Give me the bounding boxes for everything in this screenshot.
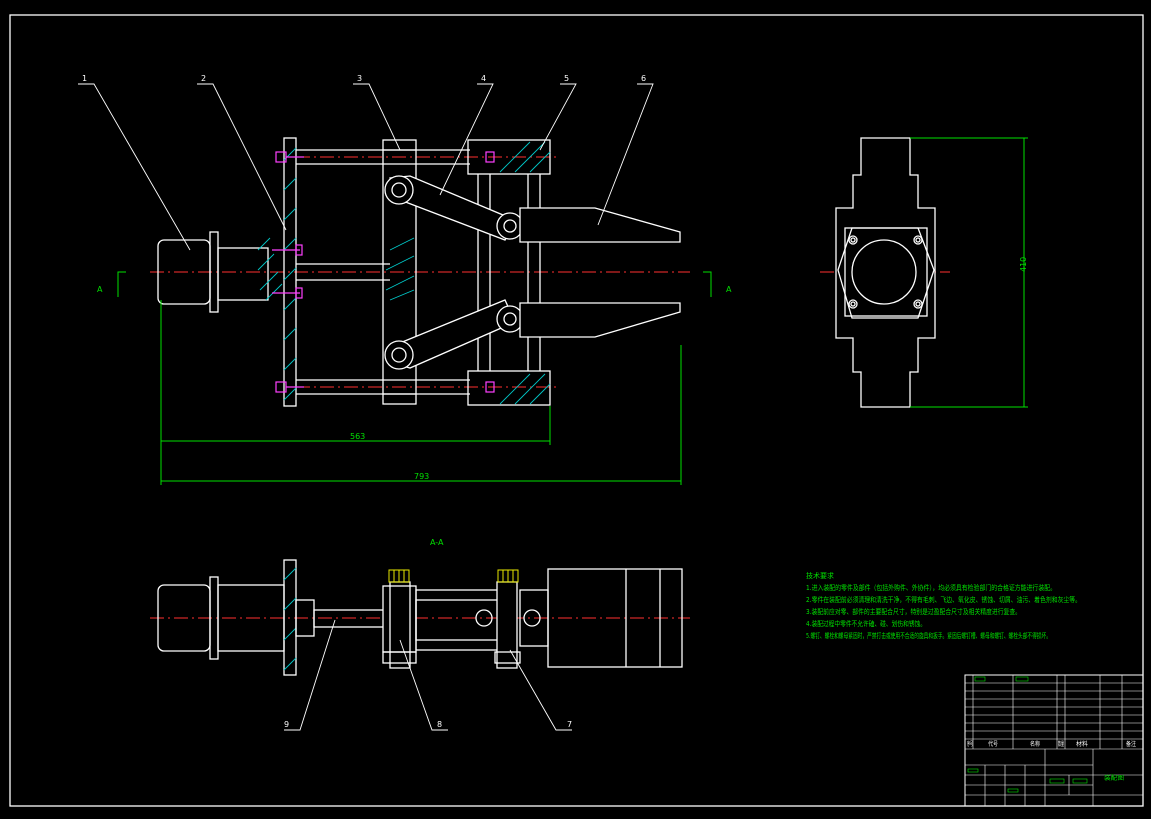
lower-finger <box>519 302 681 338</box>
technical-notes: 技术要求 1.进入装配的零件及部件（包括外购件、外协件），均必须具有检验部门的合… <box>806 571 1081 640</box>
side-housing <box>835 137 936 408</box>
header-qty: 数量 <box>1058 740 1064 748</box>
section-title: A-A <box>430 538 444 547</box>
dimension-563: 563 <box>350 432 365 441</box>
notes-title: 技术要求 <box>806 571 834 580</box>
guide-block-upper <box>467 139 551 175</box>
sheet-border <box>9 14 1144 807</box>
parts-list-grid <box>965 675 1143 806</box>
header-seq: 序号 <box>967 740 973 748</box>
fastener-screws <box>272 151 495 393</box>
guide-block-lower <box>467 370 551 406</box>
note-line-1: 1.进入装配的零件及部件（包括外购件、外协件），均必须具有检验部门的合格证方能进… <box>806 583 1056 592</box>
header-code: 代号 <box>988 740 998 748</box>
part-number-8: 8 <box>437 720 442 729</box>
leader-lines-top <box>78 83 654 251</box>
motor-neck <box>217 247 269 301</box>
slider-hatch <box>385 237 415 301</box>
part-number-4: 4 <box>481 74 486 83</box>
drawing-title: 装配图 <box>1104 774 1124 782</box>
side-view: 410 <box>820 137 1028 408</box>
part-number-9: 9 <box>284 720 289 729</box>
side-dimension-lines <box>910 137 1028 408</box>
part-number-6: 6 <box>641 74 646 83</box>
part-number-5: 5 <box>564 74 569 83</box>
mounting-plate <box>283 137 297 407</box>
section-mark-left: A <box>97 285 103 294</box>
guide-hatch <box>499 141 551 405</box>
upper-finger <box>519 207 681 243</box>
header-name: 名称 <box>1030 740 1040 748</box>
leader-lines-bottom <box>284 619 572 731</box>
dimension-793: 793 <box>414 472 429 481</box>
pivot-joints <box>384 175 524 370</box>
slider-plate <box>382 139 417 405</box>
header-remark: 备注 <box>1126 740 1136 748</box>
section-cut-marks <box>117 271 712 297</box>
part-number-2: 2 <box>201 74 206 83</box>
section-view <box>150 559 690 676</box>
note-line-2: 2.零件在装配前必须清理和清洗干净，不得有毛刺、飞边、氧化皮、锈蚀、切屑、油污、… <box>806 595 1081 604</box>
front-dimension-lines <box>160 300 682 485</box>
header-material: 材料 <box>1076 740 1088 748</box>
mounting-plate-hatch <box>257 147 297 401</box>
front-view: A A 563 793 <box>97 137 732 485</box>
section-mark-right: A <box>726 285 732 294</box>
note-line-4: 4.装配过程中零件不允许磕、碰、划伤和锈蚀。 <box>806 619 926 628</box>
part-number-3: 3 <box>357 74 362 83</box>
part-number-1: 1 <box>82 74 87 83</box>
dimension-410: 410 <box>1019 257 1028 272</box>
note-line-5: 5.螺钉、螺栓和螺母紧固时，严禁打击或使用不合适的旋具和扳手。紧固后螺钉槽、螺母… <box>806 631 1051 640</box>
note-line-3: 3.装配前应对零、部件的主要配合尺寸，特别是过盈配合尺寸及相关精度进行复查。 <box>806 607 1021 616</box>
part-number-7: 7 <box>567 720 572 729</box>
socket-head-screws <box>388 569 519 583</box>
title-block: 序号 代号 名称 数量 材料 备注 装配图 <box>964 674 1144 807</box>
